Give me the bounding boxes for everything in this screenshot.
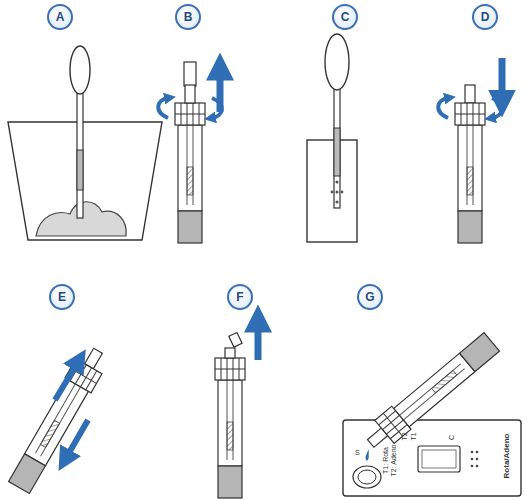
sampling-stick	[307, 34, 357, 242]
step-letter: D	[481, 11, 490, 23]
cassette-marking: T2	[401, 432, 408, 440]
tube-shake	[6, 348, 102, 495]
cassette-marking: T1	[410, 432, 417, 440]
step-letter: B	[184, 11, 193, 23]
step-circle: F	[227, 284, 253, 310]
step-letter: E	[58, 291, 66, 303]
cassette-marking: S	[355, 449, 360, 456]
tube-open	[158, 62, 222, 243]
cassette-marking: T2: Adeno	[390, 445, 397, 477]
step-circle: A	[47, 4, 73, 30]
step-letter: F	[236, 291, 243, 303]
step-letter: A	[56, 11, 65, 23]
tube-break-tip	[215, 322, 258, 498]
step-circle: C	[332, 4, 358, 30]
step-circle: D	[472, 4, 498, 30]
step-letter: C	[341, 11, 350, 23]
step-circle: G	[357, 284, 383, 310]
test-cassette	[343, 330, 521, 496]
cassette-marking: T1: Rota	[382, 447, 389, 474]
step-letter: G	[365, 291, 374, 303]
tube-close	[438, 58, 502, 243]
step-circle: E	[49, 284, 75, 310]
cassette-marking: C	[448, 435, 455, 440]
step-circle: B	[175, 4, 201, 30]
sample-cup	[8, 46, 162, 240]
cassette-marking: Rota/Adeno	[503, 434, 511, 479]
